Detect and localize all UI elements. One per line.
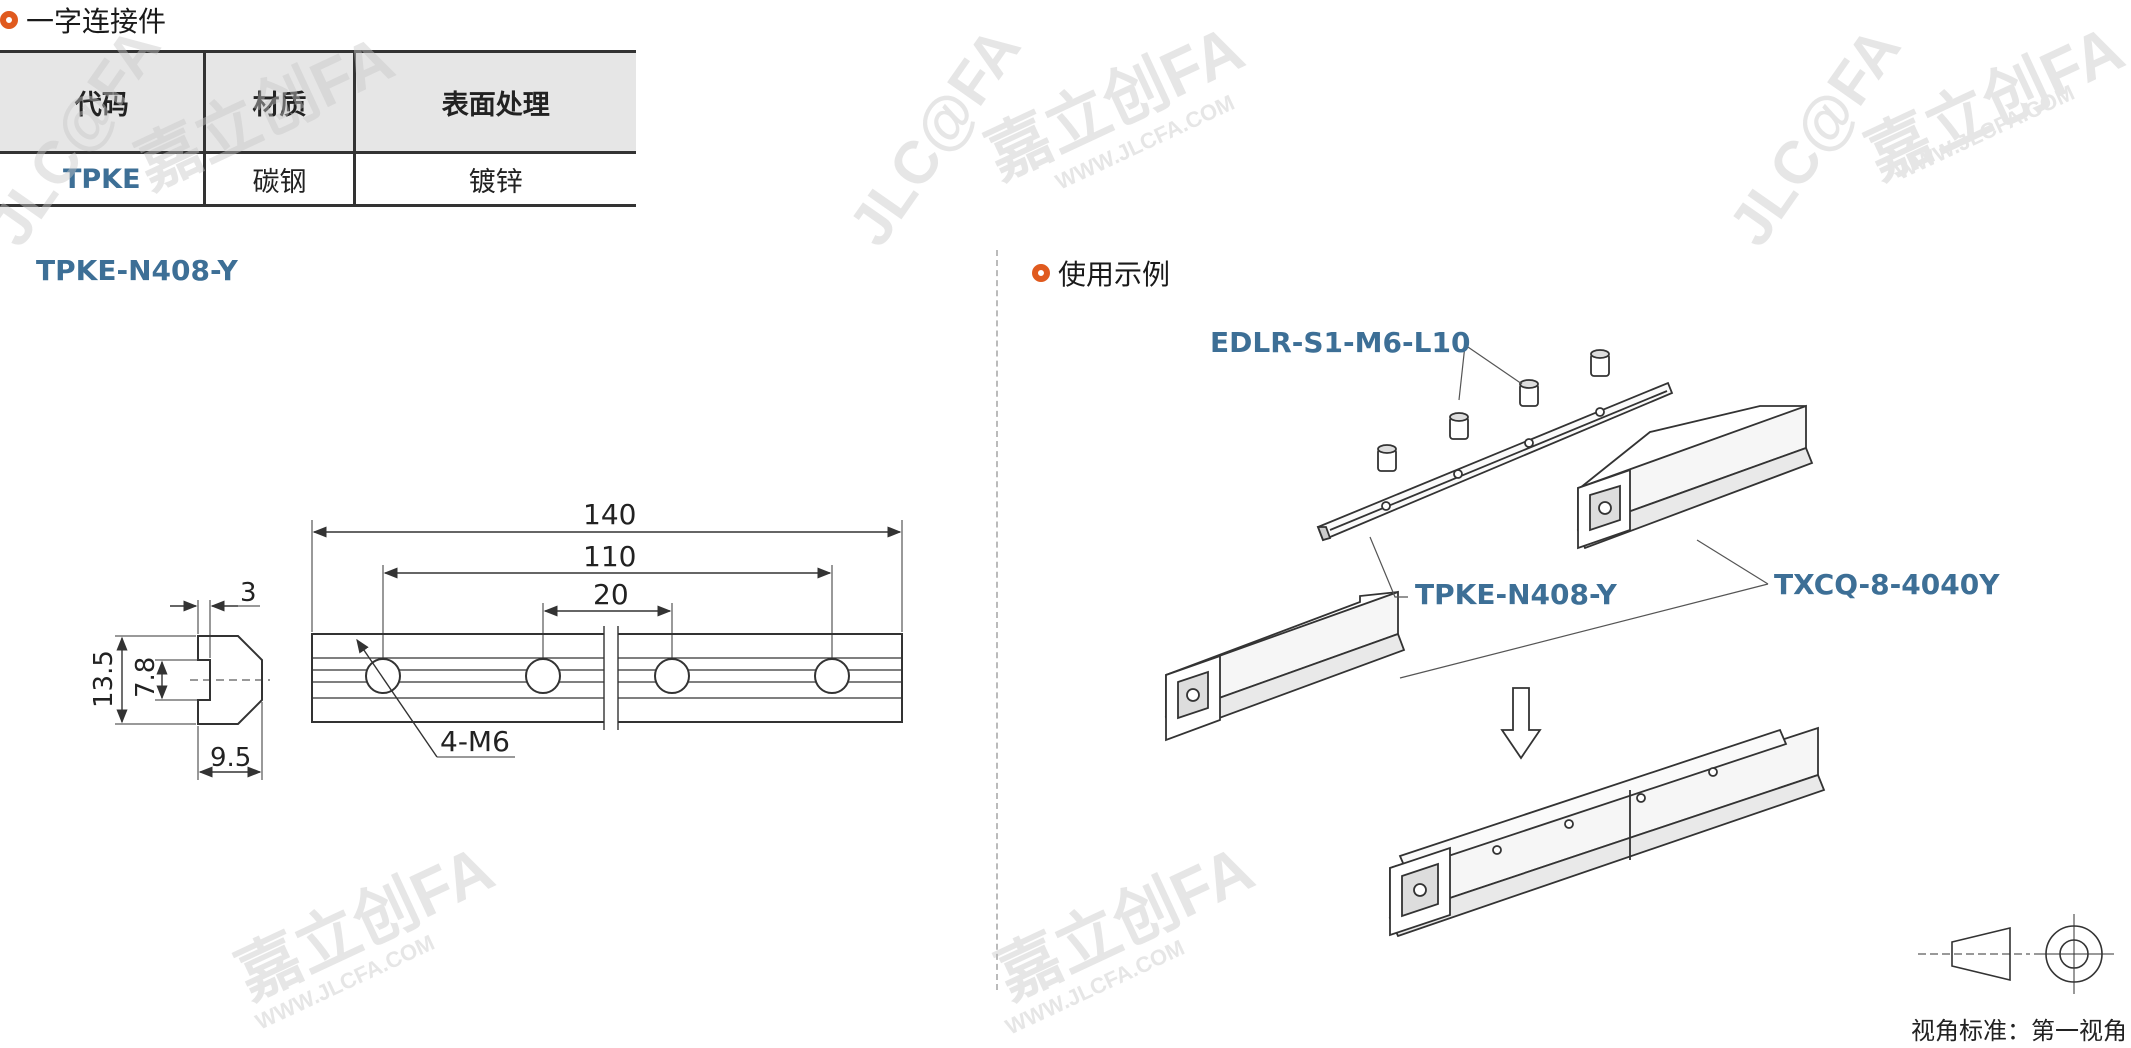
dim-width: 9.5 (210, 743, 251, 773)
table-header-row: 代码 材质 表面处理 (0, 50, 636, 154)
dim-inner-height: 7.8 (131, 657, 161, 698)
cell-code: TPKE (0, 152, 205, 207)
dim-pitch: 20 (593, 578, 629, 611)
drawing-model-label: TPKE-N408-Y (36, 254, 238, 287)
dim-hole-span: 110 (583, 540, 636, 573)
dim-holes: 4-M6 (440, 725, 510, 758)
screw-set (1377, 349, 1610, 472)
callout-connector: TPKE-N408-Y (1415, 578, 1617, 611)
cell-material: 碳钢 (203, 152, 355, 207)
callout-screw: EDLR-S1-M6-L10 (1210, 326, 1471, 359)
section-title-text: 使用示例 (1058, 258, 1171, 291)
profile-left (1164, 590, 1406, 742)
profile-upper (1576, 404, 1814, 550)
bullet-ring-icon (1032, 264, 1050, 282)
dim-overall-length: 140 (583, 498, 636, 531)
callout-profile: TXCQ-8-4040Y (1774, 568, 2000, 601)
connector-bar (1316, 381, 1674, 542)
section-divider (996, 250, 998, 990)
assembled-profile (1388, 726, 1826, 938)
table-row: TPKE 碳钢 镀锌 (0, 152, 636, 207)
svg-text:嘉立创FA: 嘉立创FA (125, 22, 404, 203)
watermark: 嘉立创FA 嘉立创FA 嘉立创FA 嘉立创FA 嘉立创FA JLC@FA JLC… (0, 12, 2131, 1040)
side-profile-view (115, 600, 270, 780)
section-title-text: 一字连接件 (26, 5, 167, 38)
header-finish: 表面处理 (352, 50, 636, 154)
bullet-ring-icon (0, 11, 18, 29)
spec-table: 代码 材质 表面处理 TPKE 碳钢 镀锌 (0, 50, 636, 207)
section-title-usage: 使用示例 (1032, 253, 1170, 293)
view-standard-label: 视角标准：第一视角 (1911, 1017, 2127, 1045)
first-angle-projection-icon (1918, 914, 2114, 994)
header-code: 代码 (0, 50, 205, 154)
front-view (311, 626, 903, 730)
dim-height: 13.5 (89, 650, 119, 708)
header-material: 材质 (203, 50, 355, 154)
section-title-connector: 一字连接件 (0, 0, 166, 40)
cell-finish: 镀锌 (352, 152, 636, 207)
usage-example-illustration (1164, 349, 1826, 938)
dim-slot-width: 3 (240, 578, 257, 608)
